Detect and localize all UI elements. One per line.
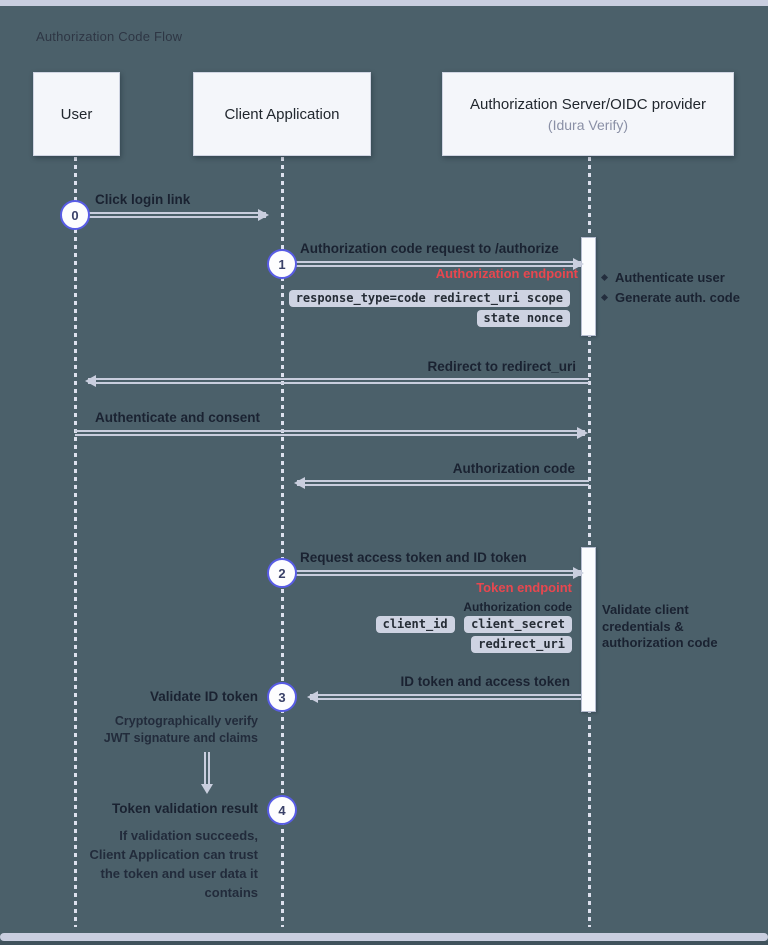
auth-request-params-row-2: state nonce [472,309,570,327]
arrow-authorization-code [297,480,589,486]
step-badge-4: 4 [267,795,297,825]
window-bottom-edge [0,941,768,945]
param-chip-redirect-uri: redirect_uri [471,636,572,653]
lifeline-server [588,157,591,927]
server-action-generate-code: Generate auth. code [600,290,740,305]
actor-user-label: User [60,105,93,123]
label-token-endpoint: Token endpoint [476,580,572,595]
token-request-params-row-2: redirect_uri [466,635,572,653]
actor-authorization-server: Authorization Server/OIDC provider (Idur… [442,72,734,156]
label-authorization-endpoint: Authorization endpoint [435,266,578,281]
step-badge-4-number: 4 [278,802,286,818]
message-redirect: Redirect to redirect_uri [427,359,576,374]
bullet-diamond-icon [600,273,609,282]
bullet-diamond-icon [600,293,609,302]
arrow-id-token-response [310,694,581,700]
server-actions-note: Authenticate user Generate auth. code [600,270,740,310]
actor-server-label: Authorization Server/OIDC provider [470,95,706,113]
diagram-title: Authorization Code Flow [36,29,183,44]
arrow-auth-code-request [296,261,581,267]
label-validate-id-token: Validate ID token [149,689,258,704]
server-action-generate-code-label: Generate auth. code [615,290,740,305]
server-action-authenticate-label: Authenticate user [615,270,725,285]
step-badge-2-number: 2 [278,565,286,581]
step-badge-3: 3 [267,682,297,712]
lifeline-user [74,157,77,927]
step-badge-0-number: 0 [71,207,79,223]
actor-client-label: Client Application [224,105,340,123]
param-chip-response-type: response_type=code redirect_uri scope [288,290,570,307]
lifeline-client [281,157,284,927]
actor-user: User [33,72,120,156]
server-validate-note: Validate client credentials & authorizat… [602,602,718,650]
step-badge-3-number: 3 [278,689,286,705]
message-auth-code-request: Authorization code request to /authorize [300,241,559,256]
auth-request-params-row-1: response_type=code redirect_uri scope [284,289,570,307]
label-token-request-sub: Authorization code [463,600,572,614]
arrow-redirect [88,378,589,384]
step-badge-2: 2 [267,558,297,588]
window-top-edge [0,0,768,6]
server-action-authenticate: Authenticate user [600,270,740,285]
step-badge-1: 1 [267,249,297,279]
server-activation-bar-1 [581,237,596,336]
horizontal-scrollbar[interactable] [0,933,768,941]
label-token-validation-result: Token validation result [111,801,258,816]
arrow-click-login [89,212,266,218]
actor-server-sublabel: (Idura Verify) [547,116,629,133]
token-request-params-row-1: client_id client_secret [371,615,572,633]
param-chip-state-nonce: state nonce [476,310,570,327]
param-chip-client-id: client_id [375,616,455,633]
arrow-token-request [296,570,581,576]
note-cryptographic-verify: Cryptographically verify JWT signature a… [103,714,258,745]
note-validation-result: If validation succeeds, Client Applicati… [89,828,258,900]
message-token-request: Request access token and ID token [300,550,527,565]
message-id-token-response: ID token and access token [400,674,570,689]
message-authenticate-consent: Authenticate and consent [95,410,261,425]
step-badge-0: 0 [60,200,90,230]
param-chip-client-secret: client_secret [464,616,572,633]
message-authorization-code: Authorization code [452,461,575,476]
server-activation-bar-2 [581,547,596,712]
actor-client-application: Client Application [193,72,371,156]
arrow-authenticate-consent [75,430,585,436]
step-badge-1-number: 1 [278,256,286,272]
arrow-validation-flow-down [204,752,210,784]
message-click-login: Click login link [95,192,191,207]
